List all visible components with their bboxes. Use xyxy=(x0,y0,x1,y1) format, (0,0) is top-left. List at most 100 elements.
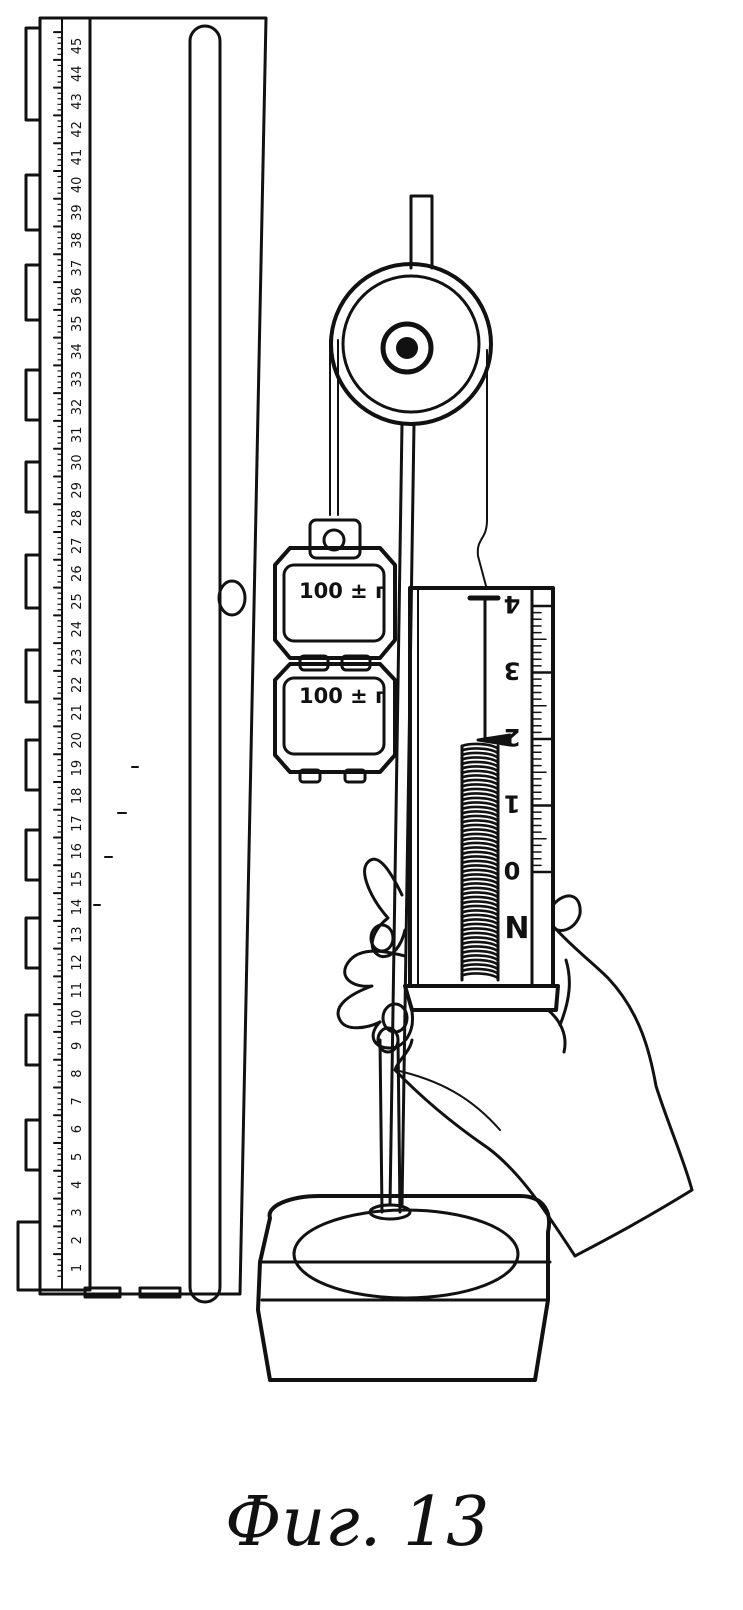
spring-coil xyxy=(460,778,500,786)
scale-number: 3 xyxy=(504,657,521,685)
ruler-number: 18 xyxy=(70,788,85,805)
spring-coil xyxy=(460,792,500,800)
spring-coil xyxy=(460,751,500,759)
spring-coil xyxy=(460,900,500,908)
spring-coil xyxy=(460,832,500,840)
ruler-board: 1234567891011121314151617181920212223242… xyxy=(16,16,268,1304)
spring-coil xyxy=(460,958,500,966)
ruler-number: 29 xyxy=(70,482,85,499)
ruler-tabs xyxy=(16,26,42,1292)
spring-coil xyxy=(460,945,500,953)
spring-coil xyxy=(460,922,500,930)
spring-coil xyxy=(460,882,500,890)
spring-coil xyxy=(460,823,500,831)
ruler-number: 5 xyxy=(70,1153,85,1161)
spring-coil xyxy=(460,918,500,926)
stand-base xyxy=(256,1038,552,1382)
spring-coil xyxy=(460,954,500,962)
spring-coil xyxy=(460,913,500,921)
spring-coil xyxy=(460,841,500,849)
spring-coil xyxy=(460,877,500,885)
scale-number: 4 xyxy=(504,590,521,618)
ruler-number: 16 xyxy=(70,843,85,860)
ruler-number: 36 xyxy=(70,288,85,305)
ruler-number: 44 xyxy=(70,65,85,82)
ruler-number: 1 xyxy=(70,1264,85,1272)
ruler-number: 39 xyxy=(70,204,85,221)
spring-coil xyxy=(460,742,500,750)
ruler-number: 9 xyxy=(70,1042,85,1050)
scale-number: 2 xyxy=(504,723,521,751)
spring-coil xyxy=(460,769,500,777)
ruler-number: 40 xyxy=(70,177,85,194)
scale-ticks xyxy=(530,604,554,874)
ruler-number: 11 xyxy=(70,982,85,999)
weight-1-label: 100 ± г xyxy=(299,579,386,603)
spring-coil xyxy=(460,927,500,935)
string xyxy=(329,339,488,587)
spring-coil xyxy=(460,814,500,822)
ruler-number: 12 xyxy=(70,954,85,971)
spring-coil xyxy=(460,895,500,903)
ruler-number: 35 xyxy=(70,315,85,332)
spring-coil xyxy=(460,846,500,854)
spring-coil xyxy=(460,859,500,867)
spring-coil xyxy=(460,940,500,948)
ruler-number: 6 xyxy=(70,1125,85,1133)
spring-coil xyxy=(460,864,500,872)
spring-coil xyxy=(460,837,500,845)
ruler-number: 22 xyxy=(70,676,85,693)
ruler-number: 7 xyxy=(70,1097,85,1105)
weight-2-label: 100 ± г xyxy=(299,684,386,708)
ruler-number: 41 xyxy=(70,149,85,166)
ruler-ticks xyxy=(53,31,63,1277)
ruler-number: 4 xyxy=(70,1181,85,1189)
scale-number: 1 xyxy=(504,790,521,818)
scale-number: 0 xyxy=(504,856,521,884)
spring-coil xyxy=(460,931,500,939)
spring-coil xyxy=(460,760,500,768)
ruler-number: 25 xyxy=(70,593,85,610)
spring-coil xyxy=(460,774,500,782)
spring-coil xyxy=(460,819,500,827)
ruler-number: 45 xyxy=(70,38,85,55)
spring-coil xyxy=(460,787,500,795)
spring xyxy=(460,742,500,982)
ruler-number: 42 xyxy=(70,121,85,138)
spring-coil xyxy=(460,967,500,975)
figure-caption: Фиг. 13 xyxy=(225,1483,489,1562)
ruler-number: 15 xyxy=(70,871,85,888)
weight-2: 100 ± г xyxy=(273,662,397,784)
ruler-number: 3 xyxy=(70,1208,85,1216)
spring-coil xyxy=(460,783,500,791)
ruler-number: 34 xyxy=(70,343,85,360)
ruler-numbers: 1234567891011121314151617181920212223242… xyxy=(70,38,85,1272)
spring-coil xyxy=(460,850,500,858)
ruler-number: 19 xyxy=(70,760,85,777)
weight-1: 100 ± г xyxy=(273,546,397,660)
ruler-number: 10 xyxy=(70,1010,85,1027)
ruler-number: 38 xyxy=(70,232,85,249)
ruler-number: 8 xyxy=(70,1069,85,1077)
ruler-number: 28 xyxy=(70,510,85,527)
spring-coil xyxy=(460,805,500,813)
spring-coil xyxy=(460,747,500,755)
ruler-number: 2 xyxy=(70,1236,85,1244)
ruler-number: 23 xyxy=(70,649,85,666)
spring-coil xyxy=(460,796,500,804)
spring-coil xyxy=(460,891,500,899)
ruler-number: 21 xyxy=(70,704,85,721)
spring-coil xyxy=(460,949,500,957)
weight-hook xyxy=(308,518,362,560)
spring-coil xyxy=(460,801,500,809)
hand xyxy=(336,857,694,1258)
ruler-number: 33 xyxy=(70,371,85,388)
ruler-number: 24 xyxy=(70,621,85,638)
ruler-number: 17 xyxy=(70,815,85,832)
ruler-number: 37 xyxy=(70,260,85,277)
ruler-number: 27 xyxy=(70,538,85,555)
ruler-number: 26 xyxy=(70,565,85,582)
spring-coil xyxy=(460,936,500,944)
